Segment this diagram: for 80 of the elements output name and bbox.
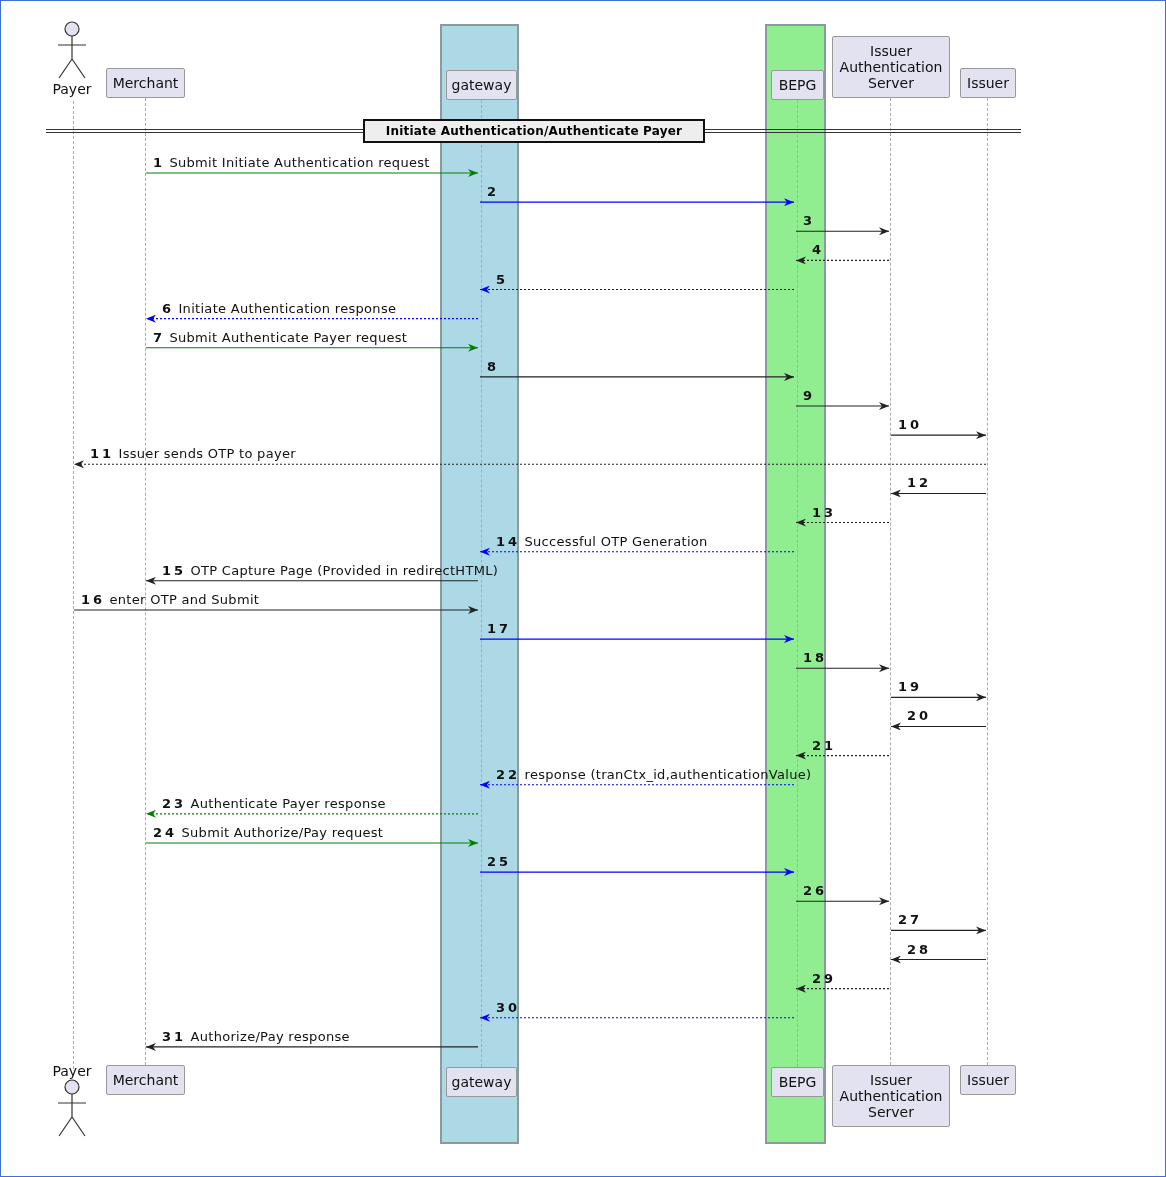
participant-box: gateway bbox=[446, 1067, 517, 1097]
edge-label: 4 bbox=[812, 242, 825, 258]
message-arrow bbox=[145, 343, 479, 352]
message-arrow bbox=[890, 955, 987, 964]
edge-label: 28 bbox=[907, 941, 932, 957]
message-arrow bbox=[479, 868, 795, 877]
edge-label: 14 Successful OTP Generation bbox=[496, 533, 708, 549]
participant-box: Merchant bbox=[106, 68, 185, 98]
lifeline bbox=[797, 100, 798, 1067]
participant-box: BEPG bbox=[771, 70, 824, 100]
edge-label: 8 bbox=[487, 358, 500, 374]
edge-label: 19 bbox=[898, 679, 923, 695]
lifeline bbox=[73, 101, 74, 1069]
edge-label: 20 bbox=[907, 708, 932, 724]
edge-label: 1 Submit Initiate Authentication request bbox=[153, 155, 430, 170]
participant-box: Issuer Authentication Server bbox=[832, 1065, 950, 1127]
edge-label: 29 bbox=[812, 970, 837, 986]
edge-label: 23 Authenticate Payer response bbox=[162, 795, 386, 811]
message-arrow bbox=[795, 897, 890, 906]
edge-label: 3 bbox=[803, 213, 816, 229]
message-arrow bbox=[890, 693, 987, 702]
message-arrow bbox=[795, 256, 890, 265]
message-arrow bbox=[479, 372, 795, 381]
edge-label: 21 bbox=[812, 737, 837, 753]
participant-box: Merchant bbox=[106, 1065, 185, 1095]
message-arrow bbox=[145, 576, 479, 585]
lifeline bbox=[145, 98, 146, 1065]
edge-label: 13 bbox=[812, 504, 837, 520]
message-arrow bbox=[145, 1042, 479, 1051]
message-arrow bbox=[479, 780, 795, 789]
message-arrow bbox=[479, 635, 795, 644]
participant-box: gateway bbox=[446, 70, 517, 100]
message-arrow bbox=[479, 285, 795, 294]
message-arrow bbox=[479, 547, 795, 556]
message-arrow bbox=[795, 984, 890, 993]
message-arrow bbox=[145, 809, 479, 818]
message-arrow bbox=[145, 839, 479, 847]
edge-label: 16 enter OTP and Submit bbox=[81, 591, 260, 607]
participant-box: Issuer Authentication Server bbox=[832, 36, 950, 98]
edge-label: 27 bbox=[898, 912, 923, 928]
message-arrow bbox=[479, 198, 795, 207]
message-arrow bbox=[890, 926, 987, 935]
participant-box: BEPG bbox=[771, 1067, 824, 1097]
edge-label: 15 OTP Capture Page (Provided in redirectHTML) bbox=[162, 562, 499, 578]
message-arrow bbox=[479, 1013, 795, 1022]
message-arrow bbox=[73, 460, 987, 469]
edge-label: 22 response (tranCtx_id,authenticationValue) bbox=[496, 766, 812, 782]
message-arrow bbox=[795, 664, 890, 673]
edge-label: 24 Submit Authorize/Pay request bbox=[153, 825, 384, 840]
lifeline bbox=[890, 98, 891, 1065]
edge-label: 17 bbox=[487, 621, 512, 637]
message-arrow bbox=[145, 314, 479, 323]
actor-name: Payer bbox=[52, 81, 92, 97]
message-arrow bbox=[890, 489, 987, 498]
message-arrow bbox=[795, 518, 890, 527]
edge-label: 31 Authorize/Pay response bbox=[162, 1028, 350, 1044]
message-arrow bbox=[890, 431, 987, 440]
message-arrow bbox=[73, 605, 479, 614]
message-arrow bbox=[890, 722, 987, 731]
edge-label: 26 bbox=[803, 883, 828, 899]
lifeline bbox=[987, 98, 988, 1065]
message-arrow bbox=[795, 751, 890, 760]
edge-label: 12 bbox=[907, 475, 932, 491]
edge-label: 9 bbox=[803, 388, 816, 404]
participant-box: Issuer bbox=[960, 68, 1016, 98]
edge-label: 5 bbox=[496, 271, 509, 287]
message-arrow bbox=[795, 402, 890, 411]
edge-label: 18 bbox=[803, 650, 828, 666]
edge-label: 10 bbox=[898, 417, 923, 433]
message-arrow bbox=[145, 169, 479, 177]
participant-box: Issuer bbox=[960, 1065, 1016, 1095]
edge-label: 25 bbox=[487, 854, 512, 870]
message-arrow bbox=[795, 227, 890, 236]
edge-label: 2 bbox=[487, 184, 500, 200]
edge-label: 30 bbox=[496, 999, 521, 1015]
group-divider-label: Initiate Authentication/Authenticate Payer bbox=[363, 119, 705, 143]
actor-name: Payer bbox=[52, 1063, 92, 1079]
edge-label: 11 Issuer sends OTP to payer bbox=[90, 446, 296, 462]
edge-label: 7 Submit Authenticate Payer request bbox=[153, 329, 408, 345]
edge-label: 6 Initiate Authentication response bbox=[162, 300, 397, 316]
